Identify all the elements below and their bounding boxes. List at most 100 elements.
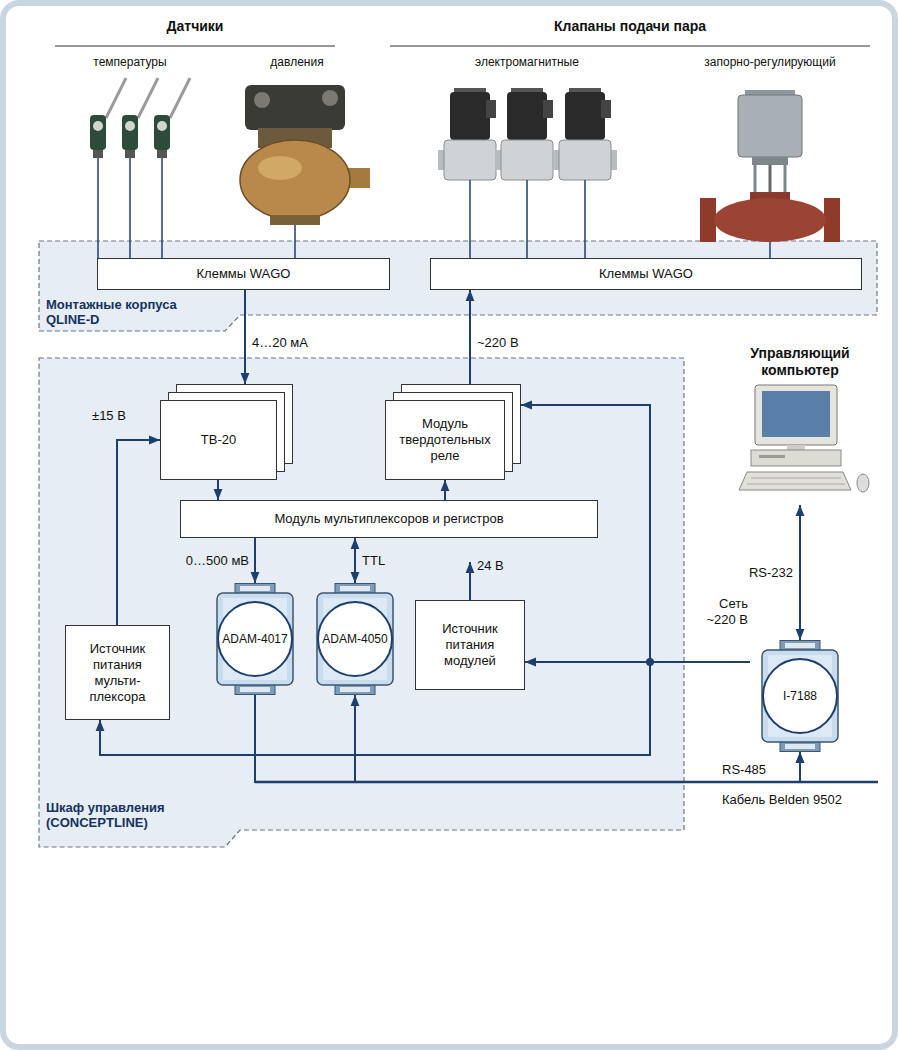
drawing-part — [138, 78, 158, 118]
drive-slot — [759, 455, 785, 458]
badge-face: I-7188 — [763, 680, 837, 712]
drawing-part — [486, 100, 496, 118]
connector-arrow — [254, 538, 256, 583]
solenoid-valve — [495, 88, 559, 258]
drawing-part — [754, 165, 757, 194]
controller-module: I-7188 — [758, 640, 842, 752]
module-badge — [318, 602, 392, 676]
valve-type-label: электромагнитные — [475, 55, 579, 70]
drawing-part — [824, 198, 840, 242]
relay-module-stack: Модуль твердотельных реле — [385, 384, 521, 480]
monitor — [755, 385, 837, 445]
heading-rule — [55, 46, 335, 47]
drawing-part — [738, 95, 802, 157]
connector-tab — [335, 685, 375, 695]
drawing-part — [769, 165, 772, 194]
signal-label: TTL — [362, 553, 385, 569]
keyboard — [739, 472, 851, 490]
screen — [762, 391, 830, 437]
connector-arrow — [444, 480, 446, 500]
box-label: Клеммы WAGO — [599, 266, 693, 282]
drawing-part — [584, 180, 586, 258]
drawing-part — [752, 157, 788, 165]
connector-tab — [235, 584, 275, 594]
module-housing — [317, 593, 393, 685]
mounting-enclosure-region: Монтажные корпуса QLINE-DКлеммы WAGOКлем… — [38, 240, 878, 332]
connector-tab — [235, 685, 275, 695]
drawing-part — [245, 85, 345, 130]
drawing-part — [93, 150, 103, 158]
drawing-part — [700, 198, 716, 242]
module-face: Модуль твердотельных реле — [385, 400, 505, 480]
drawing-part — [526, 180, 528, 258]
control-computer: Управляющий компьютер — [725, 345, 875, 505]
badge-face: ADAM-4050 — [318, 623, 392, 655]
mains-label: Сеть ~220 В — [692, 596, 748, 628]
drawing-part — [270, 215, 320, 225]
signal-label: 4…20 мА — [252, 335, 308, 351]
drawing-part — [93, 121, 103, 131]
signal-label: RS-232 — [723, 565, 793, 581]
solenoid-valve — [438, 88, 502, 258]
page-frame — [3, 3, 895, 1047]
signal-label: ±15 В — [92, 408, 126, 424]
drawing-part — [161, 158, 163, 258]
drawing-part — [129, 158, 131, 258]
drawing-part — [469, 180, 471, 258]
drawing-part — [125, 121, 135, 131]
drawing-part — [157, 150, 167, 158]
drawing-part — [90, 115, 106, 150]
drawing-part — [122, 115, 138, 150]
connector-slot — [340, 687, 370, 692]
connector-arrow — [354, 538, 356, 583]
group-heading: Датчики — [167, 18, 224, 35]
bus-label: RS-485 — [722, 762, 766, 778]
region-label: Монтажные корпуса QLINE-D — [46, 297, 196, 327]
connector-arrow — [217, 480, 219, 500]
module-housing — [217, 593, 293, 685]
drawing-part — [444, 140, 496, 180]
drawing-part — [601, 100, 611, 118]
drawing-part — [240, 140, 350, 220]
temperature-sensor — [90, 78, 126, 258]
box-label: Клеммы WAGO — [197, 266, 291, 282]
control-valve — [700, 90, 840, 258]
solenoid-valve — [553, 88, 617, 258]
multiplexer-module: Модуль мультиплексоров и регистров — [180, 500, 598, 538]
drawing-part — [157, 121, 167, 131]
sensor-type-label: температуры — [93, 55, 166, 70]
drawing-part — [507, 92, 547, 140]
terminal-box: Клеммы WAGO — [97, 258, 390, 290]
voltage-label: 24 В — [477, 558, 504, 574]
module-face: TB-20 — [160, 400, 277, 480]
drawing-part — [543, 100, 553, 118]
module-housing — [762, 650, 838, 742]
sensor-type-label: давления — [270, 55, 323, 70]
signal-label: 0…500 мВ — [169, 553, 249, 569]
module-label: ADAM-4017 — [222, 632, 287, 646]
module-badge — [218, 602, 292, 676]
drawing-part — [714, 198, 826, 242]
drawing-part — [125, 150, 135, 158]
region-border — [39, 358, 684, 847]
valve-type-label: запорно-регулирующий — [704, 55, 835, 70]
module-badge — [763, 659, 837, 733]
module-card — [386, 401, 505, 480]
connector-slot — [240, 687, 270, 692]
heading-rule — [390, 46, 870, 47]
connector-tab — [780, 742, 820, 752]
module-card — [161, 401, 277, 480]
drawing-part — [254, 92, 270, 108]
drawing-part — [154, 115, 170, 150]
computer-heading: Управляющий компьютер — [725, 345, 875, 379]
converter-module-stack: TB-20 — [160, 384, 293, 480]
key-row — [751, 478, 841, 479]
drawing-part — [106, 78, 126, 118]
temperature-sensor — [154, 78, 190, 258]
drawing-part — [258, 156, 302, 180]
monitor-stand — [787, 445, 805, 450]
connector-tab — [780, 641, 820, 651]
junction-dot — [646, 658, 654, 666]
